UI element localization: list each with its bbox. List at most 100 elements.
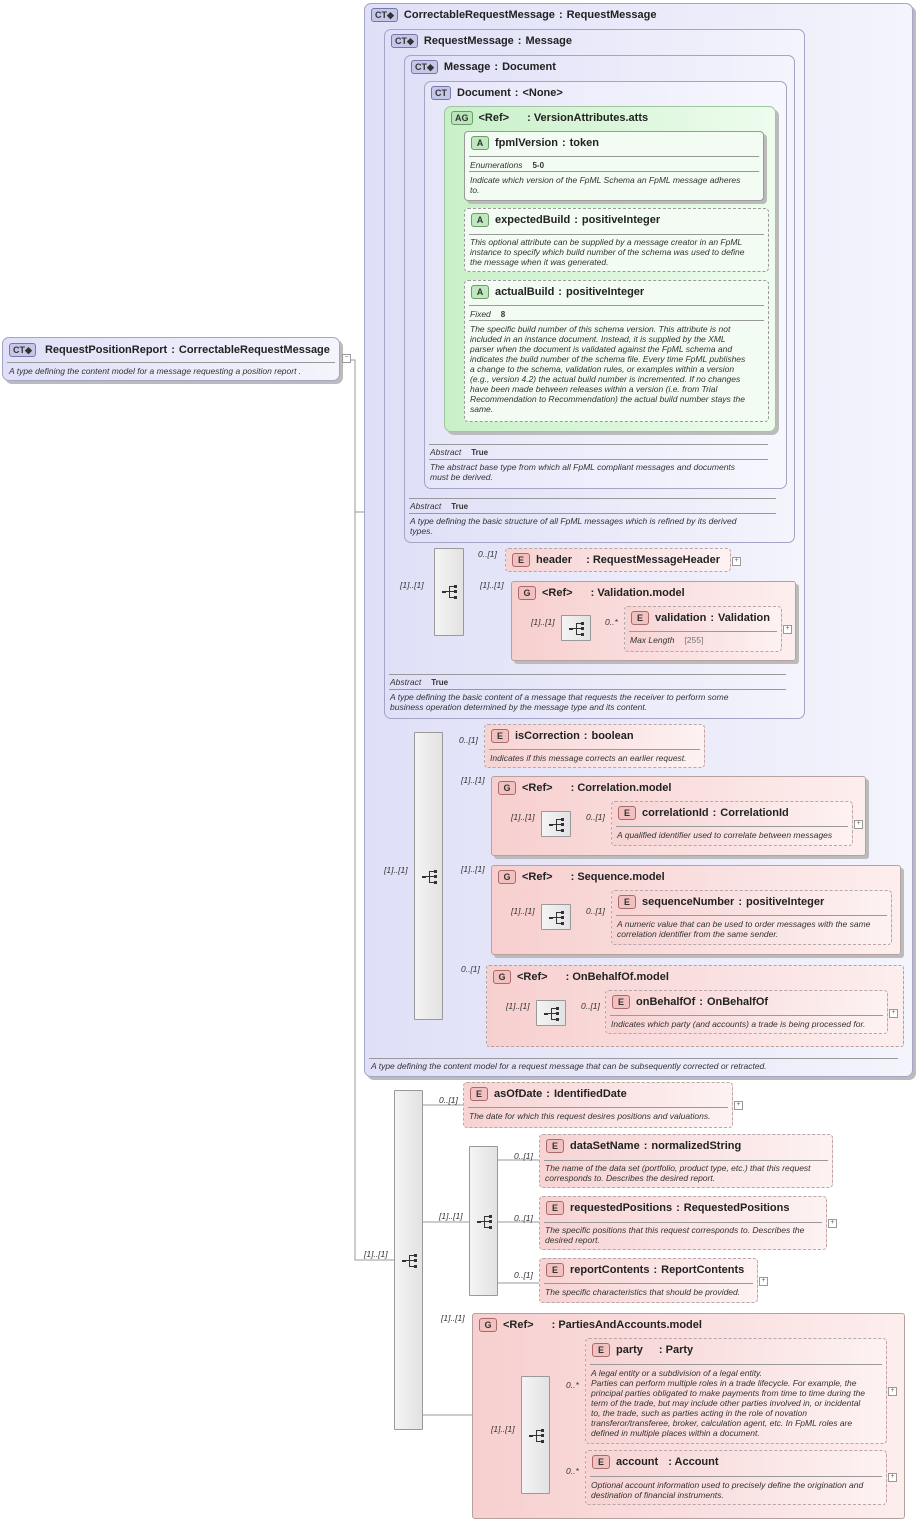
sequence-compositor[interactable] — [434, 548, 464, 636]
document-doc: The abstract base type from which all Fp… — [430, 462, 736, 482]
expand-icon[interactable]: + — [888, 1473, 897, 1482]
expand-icon[interactable]: + — [759, 1277, 768, 1286]
cardinality: 0..* — [566, 1466, 579, 1476]
cardinality: [1]..[1] — [439, 1211, 463, 1221]
sequence-icon — [549, 911, 564, 925]
element-badge: E — [546, 1263, 564, 1277]
expand-icon[interactable]: + — [854, 820, 863, 829]
attribute-badge: A — [471, 136, 489, 150]
expand-icon[interactable]: + — [732, 557, 741, 566]
sequence-compositor[interactable] — [521, 1376, 550, 1494]
message-type: Document — [502, 60, 556, 73]
sequence-compositor[interactable] — [541, 811, 571, 837]
ct-badge: CT◆ — [411, 60, 438, 74]
ct-badge: CT◆ — [371, 8, 398, 22]
sequence-icon — [569, 622, 584, 636]
crm-type: RequestMessage — [566, 8, 657, 21]
ct-badge: CT — [431, 86, 451, 100]
cardinality: [1]..[1] — [480, 580, 504, 590]
ct-badge: CT◆ — [9, 343, 36, 357]
cardinality: 0..[1] — [581, 1001, 600, 1011]
element-badge: E — [592, 1455, 610, 1469]
sequence-icon — [477, 1215, 492, 1229]
sequence-icon — [549, 818, 564, 832]
cardinality: [1]..[1] — [400, 580, 424, 590]
sequence-icon — [529, 1429, 544, 1443]
root-type: CorrectableRequestMessage — [178, 343, 330, 356]
rm-name: RequestMessage — [423, 34, 514, 47]
crm-doc: A type defining the content model for a … — [371, 1061, 767, 1071]
message-doc: A type defining the basic structure of a… — [410, 516, 737, 536]
expand-icon[interactable]: − — [342, 354, 351, 363]
expand-icon[interactable]: + — [889, 1009, 898, 1018]
cardinality: [1]..[1] — [461, 775, 485, 785]
sequence-icon — [402, 1254, 417, 1268]
expand-icon[interactable]: + — [888, 1387, 897, 1396]
cardinality: 0..[1] — [514, 1270, 533, 1280]
element-badge: E — [546, 1201, 564, 1215]
element-badge: E — [512, 553, 530, 567]
rm-type: Message — [525, 34, 572, 47]
cardinality: [1]..[1] — [461, 864, 485, 874]
cardinality: 0..[1] — [586, 812, 605, 822]
group-badge: G — [479, 1318, 497, 1332]
root-complex-type[interactable]: CT◆ RequestPositionReport:CorrectableReq… — [2, 337, 351, 381]
cardinality: [1]..[1] — [511, 812, 535, 822]
cardinality: 0..[1] — [514, 1213, 533, 1223]
expand-icon[interactable]: + — [783, 625, 792, 634]
sequence-compositor[interactable] — [469, 1146, 498, 1296]
ct-badge: CT◆ — [391, 34, 418, 48]
cardinality: 0..* — [605, 617, 618, 627]
cardinality: 0..[1] — [439, 1095, 458, 1105]
sequence-compositor[interactable] — [394, 1090, 423, 1430]
attribute-badge: A — [471, 213, 489, 227]
element-badge: E — [491, 729, 509, 743]
sequence-compositor[interactable] — [536, 1000, 566, 1026]
group-badge: G — [493, 970, 511, 984]
sequence-compositor[interactable] — [414, 732, 443, 1020]
expand-icon[interactable]: + — [734, 1101, 743, 1110]
cardinality: 0..[1] — [461, 964, 480, 974]
message-name: Message — [443, 60, 491, 73]
element-badge: E — [546, 1139, 564, 1153]
document-type: <None> — [522, 86, 563, 99]
cardinality: [1]..[1] — [506, 1001, 530, 1011]
element-badge: E — [612, 995, 630, 1009]
cardinality: 0..[1] — [514, 1151, 533, 1161]
expand-icon[interactable]: + — [828, 1219, 837, 1228]
element-badge: E — [470, 1087, 488, 1101]
crm-name: CorrectableRequestMessage — [403, 8, 555, 21]
cardinality: [1]..[1] — [364, 1249, 388, 1259]
element-badge: E — [592, 1343, 610, 1357]
sequence-icon — [544, 1007, 559, 1021]
ag-name: VersionAttributes.atts — [533, 111, 649, 124]
cardinality: [1]..[1] — [491, 1424, 515, 1434]
element-badge: E — [631, 611, 649, 625]
group-badge: G — [498, 781, 516, 795]
sequence-compositor[interactable] — [561, 615, 591, 641]
root-name: RequestPositionReport — [44, 343, 168, 356]
attribute-badge: A — [471, 285, 489, 299]
cardinality: 0..[1] — [459, 735, 478, 745]
group-badge: G — [518, 586, 536, 600]
cardinality: [1]..[1] — [441, 1313, 465, 1323]
sequence-compositor[interactable] — [541, 904, 571, 930]
